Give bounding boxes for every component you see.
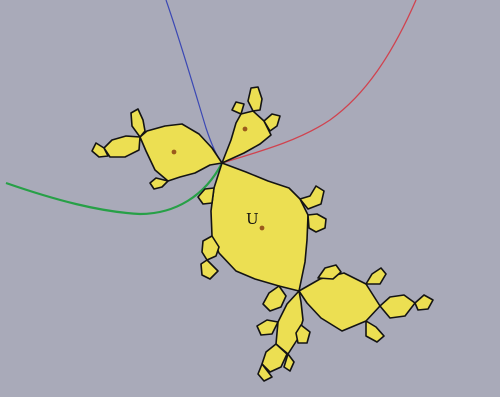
upper-left-component xyxy=(139,123,223,182)
far-right-tip xyxy=(414,294,434,311)
right-lobe-lower xyxy=(307,213,327,233)
junction-lobe-left xyxy=(262,285,287,312)
top-lobe xyxy=(247,86,263,112)
u-left-lobe-bottom xyxy=(200,259,219,280)
bottom-lobe-tip xyxy=(257,363,273,382)
right-lobe-upper xyxy=(299,185,325,210)
top-right-lobe xyxy=(263,113,281,132)
center-point-U xyxy=(259,225,265,231)
left-upper-lobe xyxy=(130,108,146,138)
top-left-lobe xyxy=(231,101,245,115)
bottom-lobe-small xyxy=(283,353,295,372)
filled-julia-set xyxy=(91,86,434,382)
bottom-right-lobe xyxy=(295,324,311,344)
bottom-left-lobe xyxy=(256,319,279,336)
bottom-lobe xyxy=(261,343,288,373)
bottom-strip xyxy=(0,397,500,401)
upper-left-lobe xyxy=(149,177,169,190)
center-point-upper-left xyxy=(171,149,177,155)
right-tail-lobe-upper xyxy=(365,267,387,285)
component-label-U: U xyxy=(246,210,259,228)
red-ray xyxy=(221,0,417,164)
green-ray xyxy=(5,162,223,216)
upper-component xyxy=(221,110,272,164)
center-point-upper xyxy=(242,126,248,132)
left-lobe-tip xyxy=(91,142,109,158)
junction-lobe-upper xyxy=(317,264,342,280)
right-tail-lobe-lower xyxy=(365,320,385,343)
u-left-lobe-upper xyxy=(197,187,215,205)
